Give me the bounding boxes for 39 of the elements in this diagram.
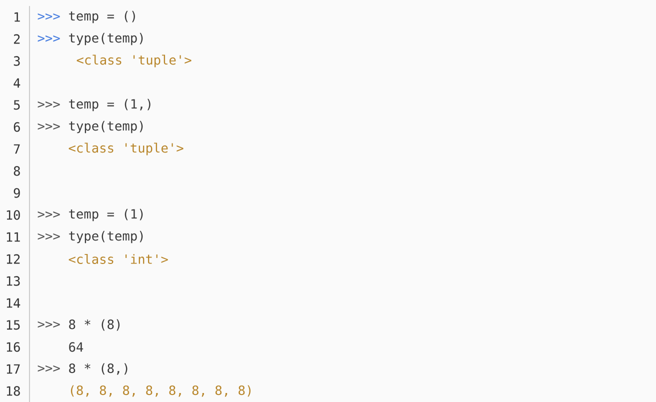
line-number: 3 bbox=[14, 56, 20, 66]
code-text: type(temp) bbox=[69, 32, 143, 46]
line-number: 14 bbox=[6, 298, 20, 308]
prompt: >>> bbox=[38, 35, 60, 42]
output-text: <class 'int'> bbox=[68, 254, 168, 264]
code-text: 8 * (8) bbox=[69, 319, 120, 331]
line-number: 15 bbox=[6, 320, 20, 330]
line-number: 13 bbox=[6, 276, 20, 286]
prompt: >>> bbox=[38, 233, 60, 240]
line-number: 9 bbox=[14, 188, 20, 198]
code-text: type(temp) bbox=[69, 230, 143, 244]
code-text: 8 * (8,) bbox=[69, 363, 128, 375]
line-number: 10 bbox=[6, 210, 20, 220]
line-number: 4 bbox=[14, 78, 20, 88]
code-text: type(temp) bbox=[69, 120, 143, 134]
line-number: 11 bbox=[6, 232, 20, 242]
line-number: 16 bbox=[6, 342, 20, 352]
output-text: 64 bbox=[69, 342, 84, 352]
code-text: temp = () bbox=[69, 10, 135, 24]
prompt: >>> bbox=[38, 365, 60, 372]
prompt: >>> bbox=[38, 13, 60, 20]
line-number: 1 bbox=[14, 12, 20, 22]
output-text: <class 'tuple'> bbox=[68, 142, 184, 156]
prompt: >>> bbox=[38, 123, 60, 130]
line-number: 6 bbox=[14, 122, 20, 132]
output-text: <class 'tuple'> bbox=[76, 54, 192, 68]
line-number: 12 bbox=[6, 254, 20, 264]
code-text: temp = (1) bbox=[69, 208, 143, 222]
line-number: 18 bbox=[6, 386, 20, 396]
prompt: >>> bbox=[38, 211, 60, 218]
line-number: 5 bbox=[14, 100, 20, 110]
output-text: (8, 8, 8, 8, 8, 8, 8, 8) bbox=[70, 385, 251, 397]
line-number: 7 bbox=[14, 144, 20, 154]
prompt: >>> bbox=[38, 101, 60, 108]
code-text: temp = (1,) bbox=[69, 98, 150, 112]
line-number: 2 bbox=[14, 34, 20, 44]
prompt: >>> bbox=[38, 321, 60, 328]
line-number: 17 bbox=[6, 364, 20, 374]
line-number: 8 bbox=[14, 166, 20, 176]
